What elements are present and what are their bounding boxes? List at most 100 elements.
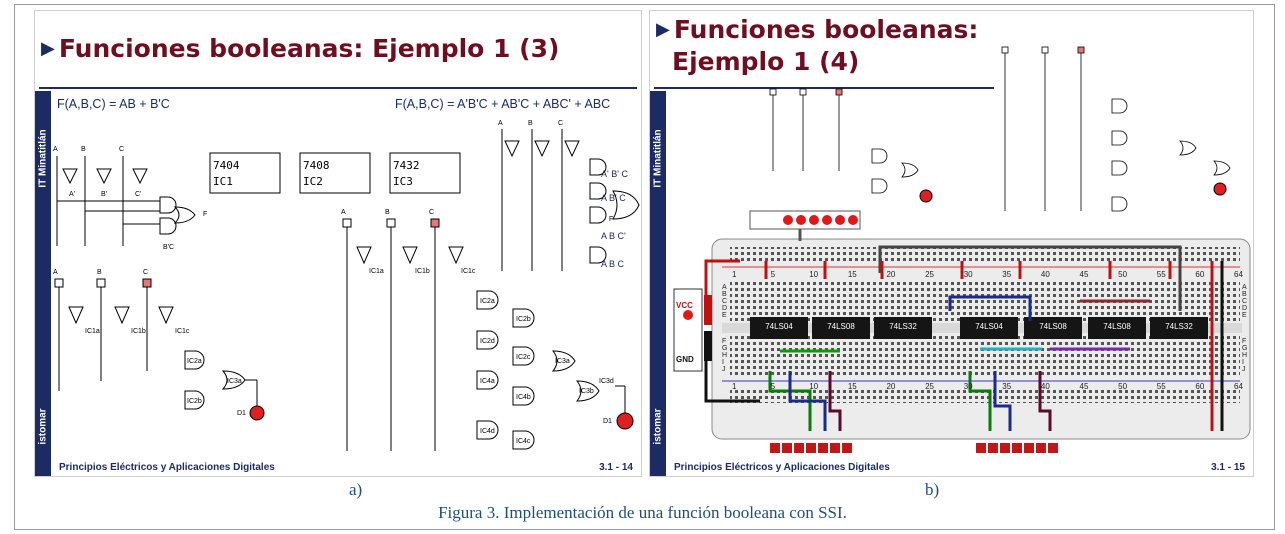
bullet-triangle-icon: ▶ xyxy=(41,38,55,59)
svg-text:IC1c: IC1c xyxy=(175,328,190,335)
svg-text:A: A xyxy=(341,209,346,216)
ic-chip-label: 74LS08 xyxy=(1039,322,1067,331)
breadboard-column-number: 10 xyxy=(809,270,818,279)
svg-text:C: C xyxy=(429,209,434,216)
breadboard-row-letter: I xyxy=(1242,359,1244,366)
sublabel-a: a) xyxy=(349,480,363,499)
svg-text:A: A xyxy=(53,146,58,153)
svg-text:B: B xyxy=(97,269,102,276)
breadboard-column-number: 10 xyxy=(809,382,818,391)
breadboard-column-number: 15 xyxy=(848,382,857,391)
breadboard-row-letter: D xyxy=(722,305,727,312)
svg-text:IC1b: IC1b xyxy=(415,268,430,275)
formula-left: F(A,B,C) = AB + B'C xyxy=(57,97,170,111)
chip-7404-label: 7404 xyxy=(213,159,240,172)
svg-text:IC3b: IC3b xyxy=(579,388,594,395)
breadboard-row-letter: H xyxy=(1242,352,1247,359)
svg-text:F: F xyxy=(609,216,613,223)
breadboard-column-number: 50 xyxy=(1118,270,1127,279)
breadboard-column-number: 25 xyxy=(925,382,934,391)
svg-text:B': B' xyxy=(101,191,107,198)
title-rule xyxy=(39,87,637,89)
breadboard-column-number: 45 xyxy=(1080,270,1089,279)
breadboard-column-number: 55 xyxy=(1157,382,1166,391)
svg-text:IC2a: IC2a xyxy=(187,358,202,365)
svg-text:IC2d: IC2d xyxy=(480,338,495,345)
vcc-label: VCC xyxy=(676,301,693,310)
ic-chip-label: 74LS08 xyxy=(827,322,855,331)
svg-text:A' B' C: A' B' C xyxy=(601,169,628,179)
svg-text:B: B xyxy=(81,146,86,153)
svg-text:IC3d: IC3d xyxy=(599,378,614,385)
svg-text:A: A xyxy=(498,120,503,127)
breadboard-column-number: 25 xyxy=(925,270,934,279)
chip-ic1-label: IC1 xyxy=(213,175,233,188)
svg-text:IC3a: IC3a xyxy=(227,378,242,385)
slide-a-footer: Principios Eléctricos y Aplicaciones Dig… xyxy=(59,462,275,473)
breadboard-column-number: 30 xyxy=(964,270,973,279)
svg-text:F: F xyxy=(203,211,207,218)
svg-text:IC2c: IC2c xyxy=(516,354,531,361)
slide-a-sidebar: IT Minatitlán istomar xyxy=(35,91,51,476)
bullet-triangle-icon: ▶ xyxy=(656,19,670,40)
breadboard-row-letter: J xyxy=(1242,366,1246,373)
svg-text:C: C xyxy=(119,146,124,153)
ic-chip-label: 74LS32 xyxy=(1165,322,1193,331)
breadboard-row-letter: G xyxy=(722,345,727,352)
svg-text:IC1a: IC1a xyxy=(85,328,100,335)
figure-caption: Figura 3. Implementación de una función … xyxy=(438,503,847,522)
svg-text:C': C' xyxy=(135,191,141,198)
svg-text:IC2b: IC2b xyxy=(187,398,202,405)
sublabel-b: b) xyxy=(925,480,940,499)
breadboard-column-number: 1 xyxy=(732,270,737,279)
slide-a-title: ▶Funciones booleanas: Ejemplo 1 (3) xyxy=(41,34,560,63)
breadboard-column-number: 55 xyxy=(1157,270,1166,279)
breadboard-column-number: 35 xyxy=(1002,382,1011,391)
svg-text:IC2a: IC2a xyxy=(480,298,495,305)
svg-text:A B' C: A B' C xyxy=(601,193,626,203)
slide-b-sidebar: IT Minatitlán istomar xyxy=(650,91,666,476)
slide-a-number: 3.1 - 14 xyxy=(599,462,633,473)
formula-right: F(A,B,C) = A'B'C + AB'C + ABC' + ABC xyxy=(395,97,611,111)
breadboard-column-number: 15 xyxy=(848,270,857,279)
svg-text:IC4c: IC4c xyxy=(516,438,531,445)
breadboard-row-letter: C xyxy=(1242,298,1247,305)
breadboard-row-letter: C xyxy=(722,298,727,305)
breadboard-column-number: 64 xyxy=(1234,382,1243,391)
chip-ic3-label: IC3 xyxy=(393,175,413,188)
breadboard-column-number: 50 xyxy=(1118,382,1127,391)
svg-text:IC3a: IC3a xyxy=(555,358,570,365)
breadboard-row-letter: F xyxy=(1242,338,1246,345)
breadboard-row-letter: H xyxy=(722,352,727,359)
svg-text:B: B xyxy=(528,120,533,127)
chip-7432-label: 7432 xyxy=(393,159,420,172)
gnd-label: GND xyxy=(676,355,694,364)
breadboard-row-letter: A xyxy=(722,284,727,291)
breadboard-column-number: 40 xyxy=(1041,382,1050,391)
slide-a: ▶Funciones booleanas: Ejemplo 1 (3) IT M… xyxy=(34,10,642,477)
breadboard-row-letter: G xyxy=(1242,345,1247,352)
ic-chip-label: 74LS08 xyxy=(1103,322,1131,331)
breadboard-row-letter: D xyxy=(1242,305,1247,312)
chip-ic2-label: IC2 xyxy=(303,175,323,188)
figure-frame xyxy=(14,4,1275,530)
svg-text:C: C xyxy=(558,120,563,127)
svg-text:B: B xyxy=(385,209,390,216)
breadboard-row-letter: E xyxy=(1242,312,1247,319)
ic-chip-label: 74LS04 xyxy=(975,322,1003,331)
slide-b-title-line1: ▶Funciones booleanas: xyxy=(656,15,979,44)
breadboard-column-number: 5 xyxy=(771,382,776,391)
breadboard-column-number: 60 xyxy=(1195,382,1204,391)
slide-b-breadboard: 1155101015152020252530303535404045455050… xyxy=(673,46,1251,453)
svg-text:A: A xyxy=(53,269,58,276)
svg-text:IC1a: IC1a xyxy=(369,268,384,275)
breadboard-column-number: 60 xyxy=(1195,270,1204,279)
breadboard-row-letter: F xyxy=(722,338,726,345)
slide-b-footer: Principios Eléctricos y Aplicaciones Dig… xyxy=(674,462,890,473)
svg-text:C: C xyxy=(143,269,148,276)
svg-text:A B C': A B C' xyxy=(601,231,626,241)
title-rule xyxy=(654,87,994,89)
slide-b: ▶Funciones booleanas: Ejemplo 1 (4) IT M… xyxy=(649,10,1254,477)
breadboard-column-number: 40 xyxy=(1041,270,1050,279)
